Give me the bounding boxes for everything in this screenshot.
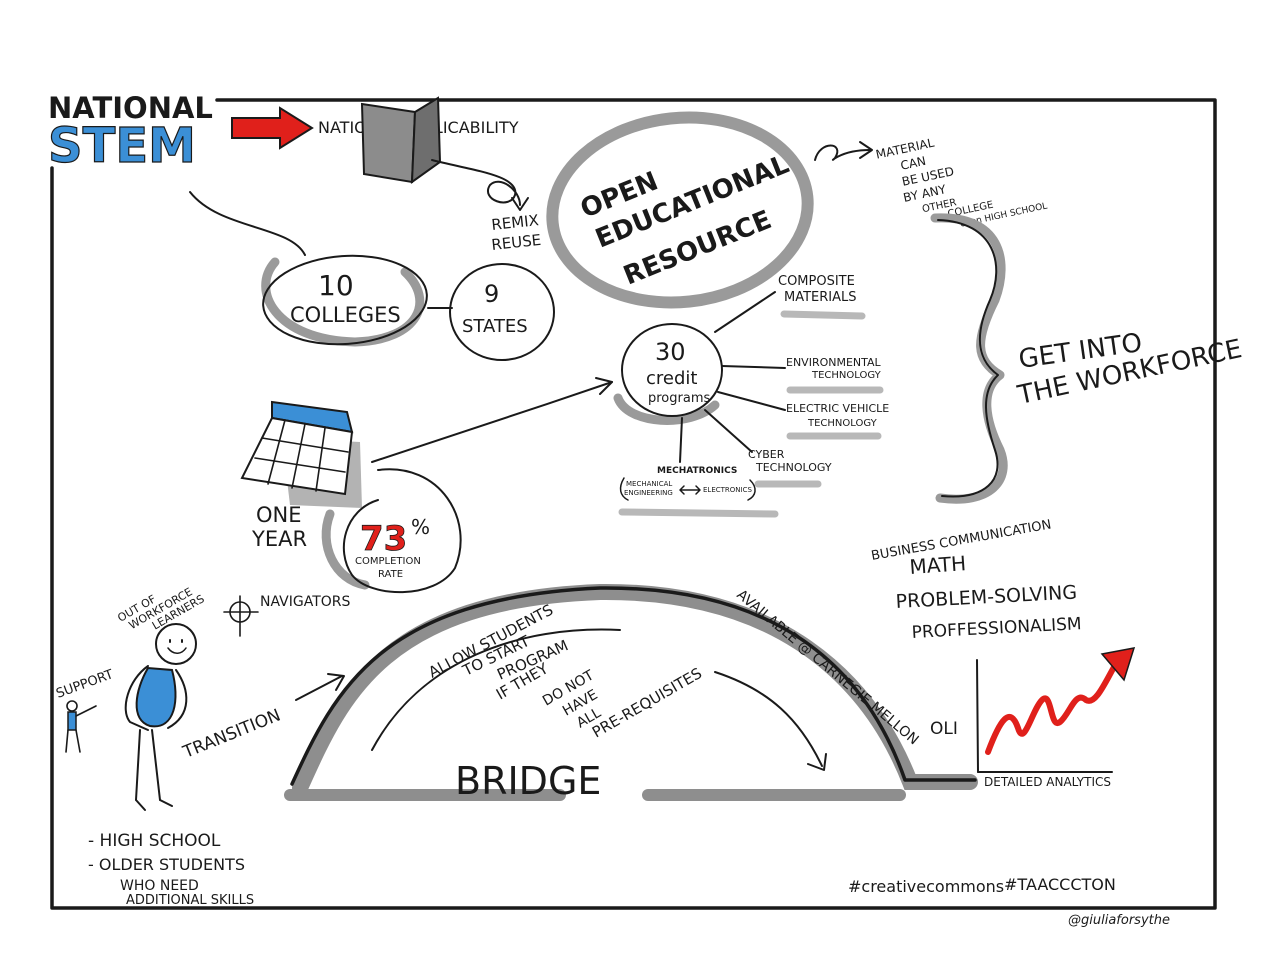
creative-commons-tag: #creativecommons bbox=[848, 877, 1004, 896]
audience-item4: ADDITIONAL SKILLS bbox=[126, 893, 254, 908]
book-connector bbox=[431, 159, 521, 206]
support-label: SUPPORT bbox=[54, 667, 115, 702]
program-mechatronics: MECHATRONICS MECHANICAL ENGINEERING ELEC… bbox=[618, 466, 779, 518]
title-block: NATIONAL STEM bbox=[47, 91, 213, 175]
audience-item2: - OLDER STUDENTS bbox=[88, 855, 245, 874]
analytics-chart: DETAILED ANALYTICS bbox=[976, 647, 1136, 789]
navigator-icon bbox=[223, 595, 259, 637]
ev-line2: TECHNOLOGY bbox=[807, 418, 878, 429]
colleges-count: 10 bbox=[318, 269, 354, 302]
mech-eng-line2: ENGINEERING bbox=[624, 489, 673, 497]
oli-label: OLI bbox=[930, 719, 958, 739]
year-line1: ONE bbox=[256, 503, 302, 527]
env-line2: TECHNOLOGY bbox=[811, 370, 882, 381]
states-label: STATES bbox=[462, 316, 528, 337]
program-environmental: ENVIRONMENTAL TECHNOLOGY bbox=[786, 356, 884, 394]
available-label: AVAILABLE @ CARNEGIE MELLON bbox=[733, 587, 921, 748]
red-arrow-icon bbox=[231, 106, 314, 150]
audience-item1: - HIGH SCHOOL bbox=[88, 831, 221, 851]
mechatronics-label: MECHATRONICS bbox=[657, 466, 737, 476]
book-icon bbox=[360, 96, 442, 185]
title-stem: STEM bbox=[48, 118, 196, 174]
states-bubble: 9 STATES bbox=[449, 263, 555, 361]
electronics-label: ELECTRONICS bbox=[703, 486, 752, 494]
material-line-2: CAN bbox=[899, 154, 927, 173]
oer-bubble: OPEN EDUCATIONAL RESOURCE bbox=[546, 111, 814, 309]
remix-arrowhead bbox=[511, 197, 529, 211]
composite-line2: MATERIALS bbox=[784, 290, 857, 305]
colleges-bubble: 10 COLLEGES bbox=[261, 254, 428, 347]
cyber-line1: CYBER bbox=[748, 448, 785, 461]
oer-squiggle-arrow bbox=[814, 144, 871, 161]
bridge-label: BRIDGE bbox=[455, 759, 601, 803]
oer-arrowhead bbox=[859, 141, 873, 159]
program-electric-vehicle: ELECTRIC VEHICLE TECHNOLOGY bbox=[786, 402, 889, 440]
supporter-figure bbox=[65, 700, 97, 753]
remix-label: REMIX bbox=[491, 211, 540, 234]
year-line2: YEAR bbox=[251, 527, 307, 551]
skill-math: MATH bbox=[909, 551, 967, 579]
composite-line1: COMPOSITE bbox=[778, 274, 855, 289]
program-composite: COMPOSITE MATERIALS bbox=[778, 274, 866, 320]
bridge-down-arrowhead bbox=[807, 753, 827, 771]
curly-brace bbox=[930, 213, 1008, 504]
skill-professionalism: PROFFESSIONALISM bbox=[911, 614, 1082, 643]
programs-count: 30 bbox=[655, 338, 686, 366]
calendar-to-programs-arrow bbox=[371, 381, 613, 463]
taaccct-tag: #TAACCCTON bbox=[1004, 875, 1116, 894]
calendar-icon bbox=[240, 400, 362, 508]
completion-percent-sign: % bbox=[411, 515, 430, 539]
program-cyber: CYBER TECHNOLOGY bbox=[748, 448, 832, 488]
audience-item3: WHO NEED bbox=[120, 878, 199, 894]
frame bbox=[50, 98, 1217, 910]
programs-credit: credit bbox=[646, 368, 697, 389]
transition-label: TRANSITION bbox=[179, 705, 283, 763]
completion-line1: COMPLETION bbox=[355, 556, 421, 567]
calendar-arrowhead bbox=[595, 377, 613, 395]
programs-label: programs bbox=[648, 391, 710, 406]
cyber-line2: TECHNOLOGY bbox=[755, 461, 832, 474]
skill-problem: PROBLEM-SOLVING bbox=[895, 582, 1077, 613]
transition-arrowhead bbox=[327, 673, 345, 691]
title-connector bbox=[189, 191, 306, 256]
title-national: NATIONAL bbox=[48, 91, 213, 125]
audience-list: - HIGH SCHOOL - OLDER STUDENTS WHO NEED … bbox=[88, 831, 254, 908]
curly-brace-ink bbox=[937, 219, 999, 498]
navigators-label: NAVIGATORS bbox=[260, 594, 350, 610]
completion-line2: RATE bbox=[378, 569, 403, 580]
mech-eng-line1: MECHANICAL bbox=[626, 480, 672, 488]
transition-arrow bbox=[295, 675, 343, 701]
completion-bubble: 73 % COMPLETION RATE bbox=[321, 468, 462, 594]
learner-figure bbox=[124, 623, 197, 811]
allow-line8: PRE-REQUISITES bbox=[589, 664, 705, 741]
env-line1: ENVIRONMENTAL bbox=[786, 356, 882, 369]
skills-list: BUSINESS COMMUNICATION MATH PROBLEM-SOLV… bbox=[870, 517, 1082, 643]
completion-percent: 73 bbox=[360, 519, 407, 559]
bridge: BRIDGE bbox=[284, 583, 978, 803]
author-tag: @giuliaforsythe bbox=[1068, 913, 1170, 928]
colleges-label: COLLEGES bbox=[290, 303, 401, 327]
analytics-label: DETAILED ANALYTICS bbox=[984, 775, 1111, 789]
workforce-block: GET INTO THE WORKFORCE bbox=[1014, 328, 1244, 411]
ev-line1: ELECTRIC VEHICLE bbox=[786, 402, 889, 415]
states-count: 9 bbox=[484, 280, 499, 308]
reuse-label: REUSE bbox=[491, 231, 542, 254]
programs-bubble: 30 credit programs bbox=[613, 323, 723, 425]
program-branches bbox=[679, 291, 786, 463]
bridge-down-arrow bbox=[714, 671, 823, 767]
